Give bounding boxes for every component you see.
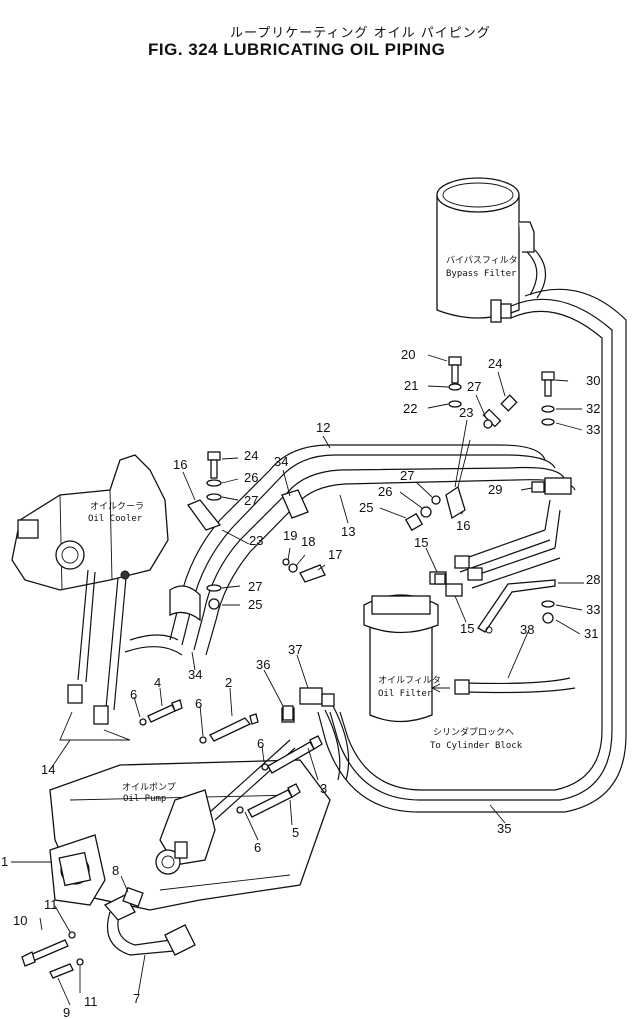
callout-37: 37 [288, 642, 302, 657]
oil-pump-label-jp: オイルポンプ [122, 782, 176, 793]
callout-8: 8 [112, 863, 119, 878]
callout-34-lower: 34 [188, 667, 202, 682]
callout-19: 19 [283, 528, 297, 543]
callout-30: 30 [586, 373, 600, 388]
bracket-28 [477, 579, 556, 634]
callout-28: 28 [586, 572, 600, 587]
callout-11-b: 11 [84, 994, 98, 1009]
cylinder-block-label-en: To Cylinder Block [430, 741, 523, 751]
oil-pump-label-en: Oil Pump [123, 794, 166, 804]
callout-27-right: 27 [467, 379, 481, 394]
callout-6-b: 6 [195, 696, 202, 711]
callout-27-left-lower: 27 [248, 579, 262, 594]
callout-14: 14 [41, 762, 55, 777]
callout-13: 13 [341, 524, 355, 539]
callout-1: 1 [1, 854, 8, 869]
callout-21: 21 [404, 378, 418, 393]
callout-29: 29 [488, 482, 502, 497]
bypass-outlet-hose [526, 249, 547, 299]
callout-6-a: 6 [130, 687, 137, 702]
callout-5: 5 [292, 825, 299, 840]
clamp-34-lower [169, 585, 201, 622]
oil-filter: オイルフィルタ Oil Filter [363, 594, 441, 723]
callout-16-left: 16 [173, 457, 187, 472]
oil-cooler-label-en: Oil Cooler [88, 514, 143, 524]
callout-12: 12 [316, 420, 330, 435]
callout-33-lower: 33 [586, 602, 600, 617]
callout-24-left: 24 [244, 448, 258, 463]
callout-3: 3 [320, 781, 327, 796]
filter-hoses [429, 477, 572, 597]
callout-36: 36 [256, 657, 270, 672]
callout-23-left: 23 [249, 533, 263, 548]
callout-11-a: 11 [44, 897, 58, 912]
hose-38: シリンダブロックへ To Cylinder Block [430, 677, 576, 751]
callout-31: 31 [584, 626, 598, 641]
callout-38: 38 [520, 622, 534, 637]
bolts-and-washers [21, 356, 555, 979]
pipe-35 [317, 288, 627, 813]
oil-filter-label-jp: オイルフィルタ [378, 675, 441, 686]
bracket-16-right [445, 439, 471, 520]
oil-cooler-label-jp: オイルクーラ [90, 501, 144, 512]
callout-15-lower: 15 [460, 621, 474, 636]
cylinder-block-label-jp: シリンダブロックへ [433, 726, 514, 738]
callout-23-right: 23 [459, 405, 473, 420]
callout-34-upper: 34 [274, 454, 288, 469]
callout-4: 4 [154, 675, 161, 690]
callout-24-right: 24 [488, 356, 502, 371]
title-japanese: ループリケーティング オイル パイピング [230, 26, 491, 41]
callout-22: 22 [403, 401, 417, 416]
oil-pump: オイルポンプ Oil Pump [122, 782, 216, 875]
leader-lines [11, 354, 584, 1006]
callout-7: 7 [133, 991, 140, 1006]
callout-15-upper: 15 [414, 535, 428, 550]
callout-numbers: 20 21 22 24 27 23 30 32 33 12 13 27 26 2… [1, 347, 600, 1019]
bypass-filter-label-jp: バイパスフィルタ [446, 255, 518, 266]
callout-2: 2 [225, 675, 232, 690]
bypass-filter: バイパスフィルタ Bypass Filter [436, 177, 535, 323]
callout-6-c: 6 [257, 736, 264, 751]
callout-32: 32 [586, 401, 600, 416]
oil-filter-label-en: Oil Filter [378, 689, 433, 699]
callout-27-left-upper: 27 [244, 493, 258, 508]
title-english: FIG. 324 LUBRICATING OIL PIPING [148, 40, 446, 59]
cooler-hoses [59, 569, 183, 741]
callout-17: 17 [328, 547, 342, 562]
callout-35: 35 [497, 821, 511, 836]
callout-20: 20 [401, 347, 415, 362]
bracket-16-left [186, 499, 222, 531]
callout-33-upper: 33 [586, 422, 600, 437]
callout-16-right: 16 [456, 518, 470, 533]
clamp-34-upper [281, 489, 309, 519]
callout-26-left: 26 [244, 470, 258, 485]
oil-cooler: オイルクーラ Oil Cooler [11, 454, 169, 591]
callout-6-d: 6 [254, 840, 261, 855]
callout-25-left: 25 [248, 597, 262, 612]
callout-9: 9 [63, 1005, 70, 1019]
callout-25-middle: 25 [359, 500, 373, 515]
callout-18: 18 [301, 534, 315, 549]
callout-27-middle: 27 [400, 468, 414, 483]
pipes-12-13 [169, 444, 576, 656]
bypass-filter-label-en: Bypass Filter [446, 269, 517, 279]
callout-10: 10 [13, 913, 27, 928]
callout-26-middle: 26 [378, 484, 392, 499]
